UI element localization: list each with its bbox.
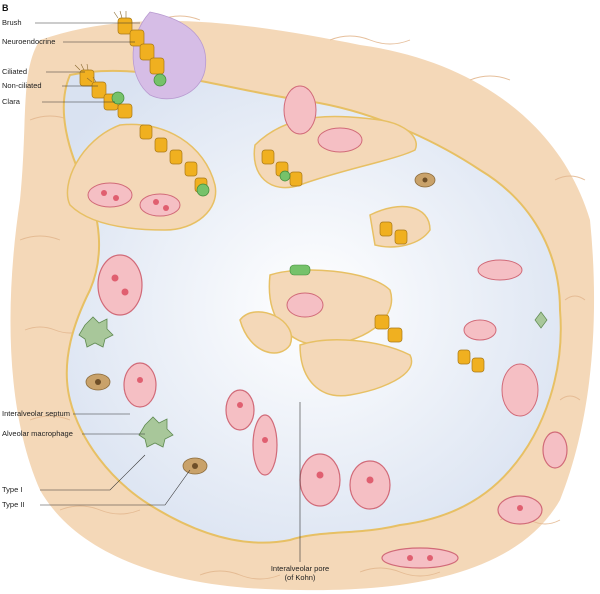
label-type-ii: Type II [2, 500, 25, 509]
bronchiolar-wall-right [253, 85, 417, 189]
bronchiolar-epithelium [74, 10, 207, 119]
right-alveolar-wall [369, 205, 548, 417]
bronchiolar-wall-left [66, 123, 217, 231]
label-clara: Clara [2, 97, 20, 106]
leader-lines [35, 22, 301, 562]
central-septa [239, 264, 413, 397]
label-brush: Brush [2, 18, 22, 27]
label-interalveolar-pore: Interalveolar pore (of Kohn) [270, 564, 330, 582]
pore-line-1: Interalveolar pore [270, 564, 330, 573]
panel-letter: B [2, 3, 9, 13]
label-ciliated: Ciliated [2, 67, 28, 76]
label-non-ciliated: Non-ciliated [2, 81, 42, 90]
macrophages [78, 316, 174, 448]
pore-line-2: (of Kohn) [284, 573, 316, 582]
goblet-region [132, 11, 207, 100]
label-interalveolar-septum: Interalveolar septum [2, 409, 70, 418]
capillaries [97, 254, 568, 569]
label-neuroendocrine: Neuroendocrine [2, 37, 56, 46]
label-type-i: Type I [2, 485, 23, 494]
label-alveolar-macrophage: Alveolar macrophage [2, 429, 73, 438]
